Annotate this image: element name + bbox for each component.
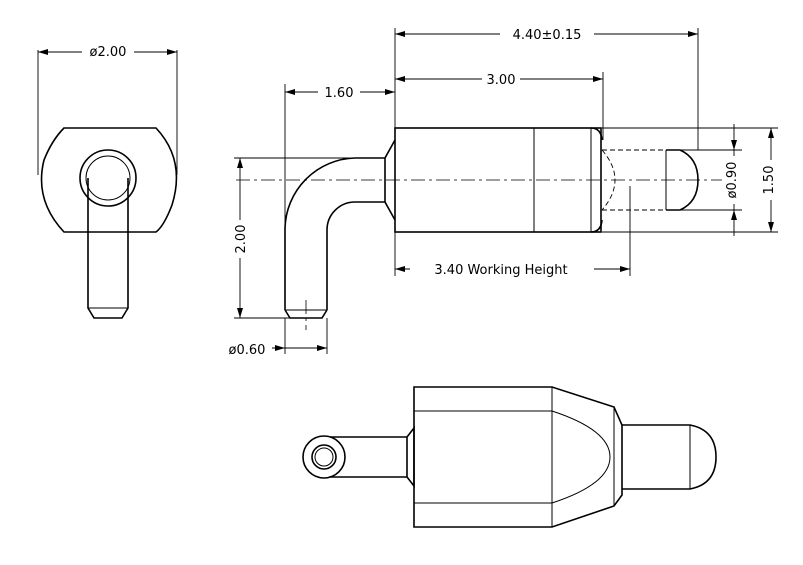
pin-drop-label: 2.00	[234, 225, 249, 254]
working-height-label: 3.40 Working Height	[434, 263, 567, 278]
body-length-label: 3.00	[487, 73, 516, 88]
end-view: ø2.00	[37, 43, 178, 319]
plunger-diameter-label: ø0.90	[725, 162, 740, 199]
perspective-view	[302, 386, 717, 528]
side-view: 4.40±0.15 3.00 1.60 2.00 ø0.60	[222, 26, 781, 358]
overall-length-label: 4.40±0.15	[513, 28, 582, 43]
pin-offset-label: 1.60	[325, 86, 354, 101]
pin-diameter-label: ø0.60	[229, 343, 266, 358]
body-diameter-label: 1.50	[762, 166, 777, 195]
end-diameter-label: ø2.00	[90, 45, 127, 60]
